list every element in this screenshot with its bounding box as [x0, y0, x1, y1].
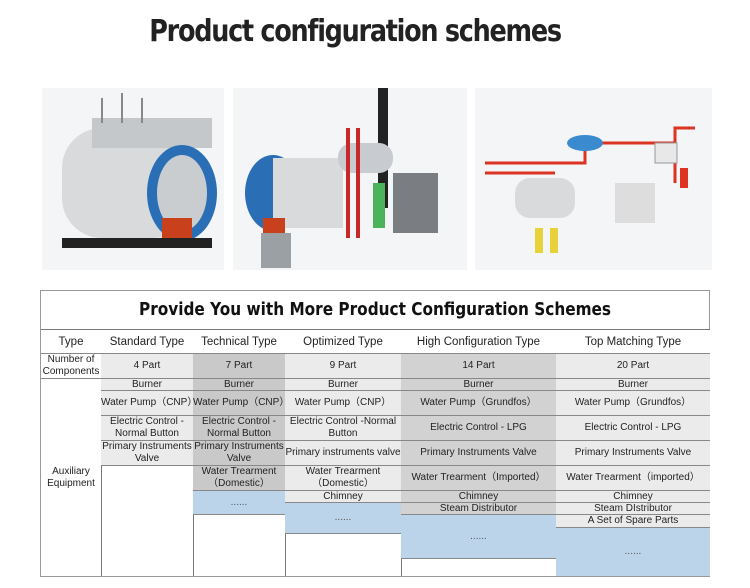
item-cell: Burner [101, 379, 193, 391]
item-cell: Water Pump（Grundfos） [556, 391, 710, 416]
item-cell: Burner [285, 379, 401, 391]
item-cell: Water Trearment（Imported） [401, 466, 556, 491]
item-cell: Primary instruments valve [285, 441, 401, 466]
column-header: Standard Type [101, 329, 193, 354]
parts-cell: 14 Part [401, 354, 556, 379]
item-cell: Water Pump（CNP） [193, 391, 289, 416]
more-cell: ...... [193, 491, 285, 515]
item-cell: Chimney [285, 491, 401, 503]
item-cell: Chimney [556, 491, 710, 503]
technical-column: Technical Type 7 Part Burner Water Pump（… [193, 329, 289, 576]
item-cell: Steam Distributor [401, 503, 556, 515]
boiler-system-image [233, 88, 467, 270]
column-header: Top Matching Type [556, 329, 710, 354]
parts-cell: 20 Part [556, 354, 710, 379]
table-title: Provide You with More Product Configurat… [138, 299, 612, 320]
parts-cell: 9 Part [285, 354, 401, 379]
item-cell: Primary Instruments Valve [556, 441, 710, 466]
parts-cell: 7 Part [193, 354, 285, 379]
components-label: Number of Components [41, 354, 101, 379]
item-cell: Primary Instruments Valve [401, 441, 556, 466]
boiler-layout-image [475, 88, 712, 270]
column-header: Technical Type [193, 329, 285, 354]
item-cell: Electric Control - LPG [556, 416, 710, 441]
item-cell: A Set of Spare Parts [556, 515, 710, 528]
row-labels-column: Type Number of Components Auxiliary Equi… [41, 329, 102, 576]
item-cell: Burner [556, 379, 710, 391]
item-cell: Electric Control - Normal Button [101, 416, 193, 441]
boiler-image [42, 88, 224, 270]
item-cell: Water Pump（Grundfos） [401, 391, 556, 416]
optimized-column: Optimized Type 9 Part Burner Water Pump（… [285, 329, 402, 576]
column-header: Optimized Type [285, 329, 401, 354]
standard-column: Standard Type 4 Part Burner Water Pump（C… [101, 329, 197, 576]
more-cell: ...... [285, 503, 401, 534]
item-cell: Electric Control - Normal Button [193, 416, 285, 441]
item-cell: Burner [401, 379, 556, 391]
item-cell: Chimney [401, 491, 556, 503]
item-cell: Steam DIstributor [556, 503, 710, 515]
auxiliary-label: Auxiliary Equipment [41, 379, 101, 576]
top-matching-column: Top Matching Type 20 Part Burner Water P… [556, 329, 710, 576]
parts-cell: 4 Part [101, 354, 193, 379]
item-cell: Electric Control -Normal Button [285, 416, 401, 441]
item-cell: Water Pump（CNP） [285, 391, 401, 416]
high-configuration-column: High Configuration Type 14 Part Burner W… [401, 329, 557, 576]
item-cell: Primary Instruments Valve [101, 441, 193, 466]
page-title: Product configuration schemes [149, 14, 562, 49]
item-cell: Water Trearment（Domestic） [193, 466, 285, 491]
item-cell: Burner [193, 379, 285, 391]
item-cell: Water Pump（CNP） [101, 391, 197, 416]
item-cell: Water Trearment（Domestic） [285, 466, 401, 491]
item-cell: Electric Control - LPG [401, 416, 556, 441]
item-cell: Water Trearment（imported） [556, 466, 710, 491]
configuration-table: Provide You with More Product Configurat… [40, 290, 710, 577]
column-header: High Configuration Type [401, 329, 556, 354]
type-header: Type [41, 329, 101, 354]
item-cell: Primary Instruments Valve [193, 441, 285, 466]
more-cell: ...... [401, 515, 556, 559]
more-cell: ...... [556, 528, 710, 576]
